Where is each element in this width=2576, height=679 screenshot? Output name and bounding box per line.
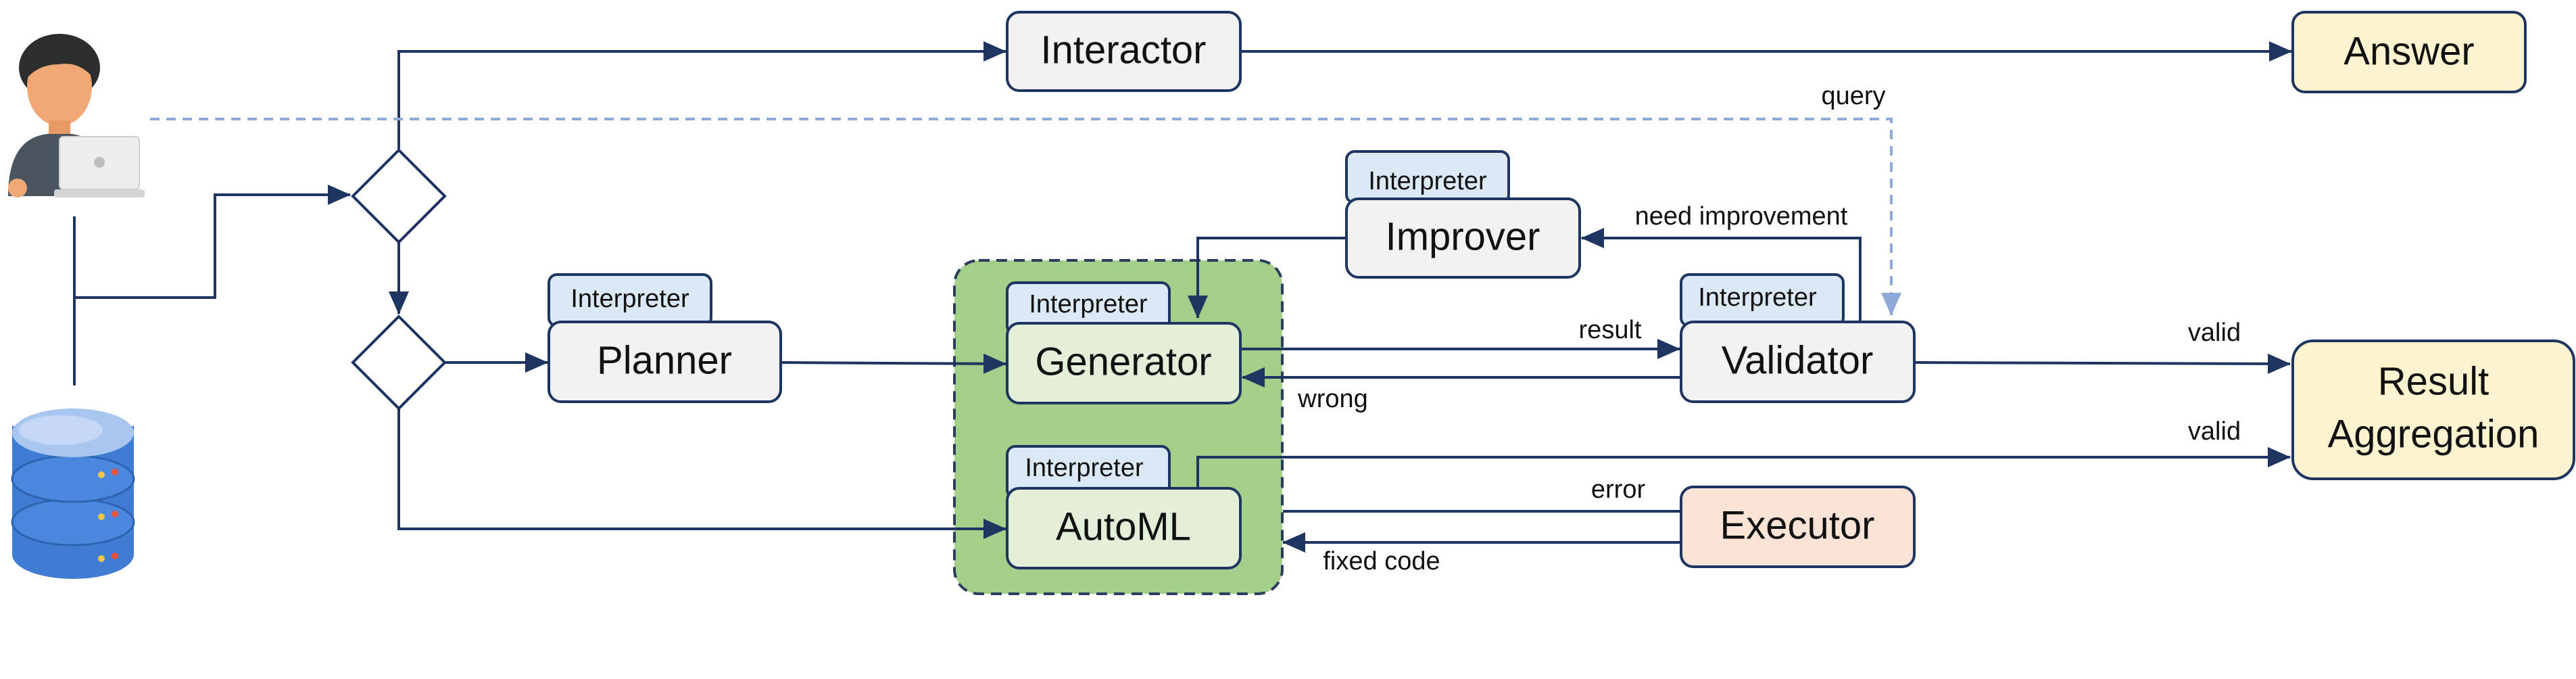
- generator-node: Generator: [1006, 322, 1242, 404]
- svg-text:Interpreter: Interpreter: [1698, 283, 1817, 312]
- edge-label-result: result: [1579, 316, 1642, 344]
- edge-user-query-to-validator: [150, 118, 1901, 316]
- interactor-node: Interactor: [1006, 11, 1242, 92]
- improver-node: Improver: [1345, 197, 1581, 279]
- interpreter-tab-validator: Interpreter: [1680, 273, 1845, 327]
- validator-node: Validator: [1680, 321, 1916, 403]
- svg-text:Result: Result: [2378, 359, 2489, 403]
- edge-decision2-to-automl: [397, 408, 1006, 539]
- edge-planner-to-generator: [780, 353, 1006, 374]
- svg-text:Answer: Answer: [2343, 29, 2474, 73]
- decision-diamond-1: [351, 148, 447, 244]
- svg-text:Interpreter: Interpreter: [570, 285, 689, 313]
- edge-label-valid-automl: valid: [2188, 417, 2241, 446]
- edge-label-wrong: wrong: [1297, 385, 1368, 413]
- svg-text:Interpreter: Interpreter: [1368, 167, 1487, 195]
- user-with-laptop-icon: [8, 34, 145, 197]
- edge-label-need-improvement: need improvement: [1635, 202, 1848, 231]
- svg-text:Planner: Planner: [597, 338, 732, 382]
- edge-validator-to-result: [1914, 353, 2291, 374]
- edge-decision-to-interactor: [397, 41, 1006, 149]
- database-icon: [11, 408, 135, 579]
- svg-text:Interpreter: Interpreter: [1025, 454, 1144, 482]
- svg-text:Improver: Improver: [1386, 214, 1540, 258]
- edge-label-query: query: [1821, 82, 1885, 110]
- svg-text:Aggregation: Aggregation: [2328, 412, 2539, 456]
- decision-diamond-2: [351, 314, 447, 411]
- edge-validator-to-improver: [1581, 228, 1862, 322]
- interpreter-tab-generator: Interpreter: [1006, 281, 1171, 335]
- interpreter-tab-improver: Interpreter: [1345, 150, 1510, 204]
- executor-node: Executor: [1680, 486, 1916, 568]
- edge-label-valid-validator: valid: [2188, 319, 2241, 347]
- edge-user-to-decision: [73, 195, 350, 385]
- planner-node: Planner: [548, 321, 782, 403]
- svg-text:AutoML: AutoML: [1056, 505, 1191, 548]
- automl-node: AutoML: [1006, 487, 1242, 569]
- svg-text:Generator: Generator: [1035, 340, 1211, 383]
- edge-label-error: error: [1591, 475, 1646, 504]
- edge-improver-to-generator: [1188, 237, 1346, 319]
- svg-text:Interpreter: Interpreter: [1029, 290, 1148, 319]
- result-aggregation-node: Result Aggregation: [2291, 340, 2575, 480]
- interpreter-tab-planner: Interpreter: [548, 273, 712, 327]
- svg-text:Validator: Validator: [1722, 338, 1874, 382]
- interpreter-tab-automl: Interpreter: [1006, 445, 1171, 499]
- edge-label-fixed-code: fixed code: [1323, 547, 1440, 576]
- svg-text:Interactor: Interactor: [1041, 28, 1207, 72]
- svg-text:Executor: Executor: [1720, 503, 1875, 547]
- edge-automl-to-result: [1196, 447, 2291, 488]
- answer-node: Answer: [2291, 11, 2527, 93]
